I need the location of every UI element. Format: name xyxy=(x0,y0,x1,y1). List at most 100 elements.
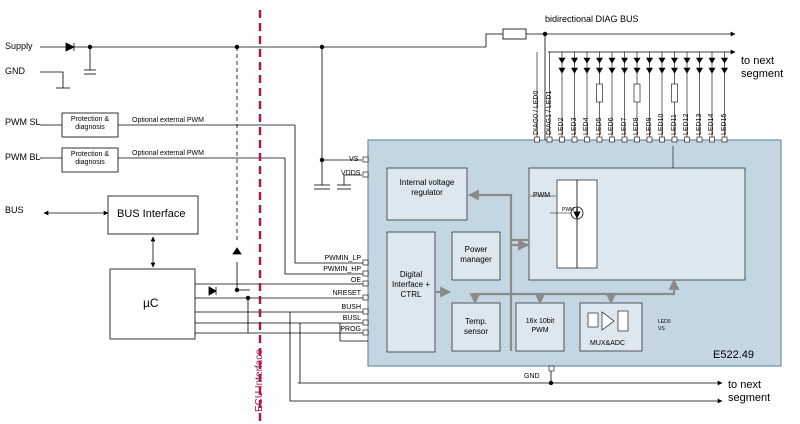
bottom-gnd-label: GND xyxy=(524,373,540,380)
uc-label: µC xyxy=(143,296,159,310)
led-pin-6 xyxy=(609,136,615,143)
protection-label-1: Protection & diagnosis xyxy=(70,116,110,131)
led-diode-6 xyxy=(608,67,616,74)
pin-label-pwmin_lp: PWMIN_LP xyxy=(324,255,361,262)
led-diode-12 xyxy=(683,57,691,64)
led-pin-3 xyxy=(571,136,578,143)
led-diode-13 xyxy=(695,67,704,74)
pin-label-prog: PROG xyxy=(340,326,361,333)
led-pin-9 xyxy=(646,136,653,143)
led-resistor-5 xyxy=(596,83,603,103)
led-pin-8 xyxy=(634,136,640,143)
led-pin-13 xyxy=(696,136,703,143)
next-segment-top: to next segment xyxy=(741,55,784,80)
led-diode-14 xyxy=(708,57,716,64)
pin-label-busl: BUSL xyxy=(342,315,361,322)
temp-sensor-block xyxy=(451,302,501,352)
led-diode-11 xyxy=(670,67,679,74)
led-pin-5 xyxy=(596,136,603,143)
led-diode-12 xyxy=(683,67,691,74)
led-pin-label-9: LED9 xyxy=(645,117,653,135)
led0-small-label: LED0 xyxy=(658,319,671,325)
mux-adc-label: MUX&ADC xyxy=(590,340,626,347)
led-pin-11 xyxy=(671,136,678,143)
led-pin-14 xyxy=(709,136,715,143)
led-pin-label-12: LED12 xyxy=(683,113,690,135)
diag-bus-label: bidirectional DIAG BUS xyxy=(545,14,639,24)
led-pin-label-10: LED10 xyxy=(658,113,665,135)
led-pin-label-8: LED8 xyxy=(633,117,640,135)
digital-label: Digital Interface + CTRL xyxy=(391,270,431,299)
led-pin-2 xyxy=(559,136,565,143)
pin-label-oe: OE xyxy=(350,277,361,284)
led-diode-5 xyxy=(595,57,604,64)
pin-label-bush: BUSH xyxy=(341,304,361,311)
ecu-interface-label: ECU Interface xyxy=(254,349,265,412)
led-diode-7 xyxy=(620,67,629,74)
pin-label-nreset: NRESET xyxy=(332,290,361,297)
led-diode-9 xyxy=(645,57,654,64)
led-diode-4 xyxy=(583,67,591,74)
ic-name: E522.49 xyxy=(713,349,754,361)
led-resistor-8 xyxy=(633,83,641,103)
led-pin-15 xyxy=(721,136,728,143)
regulator-block xyxy=(386,167,468,221)
led-diode-13 xyxy=(695,57,704,64)
temp-sensor-label: Temp. sensor xyxy=(463,317,488,336)
led-pin-label-3: LED3 xyxy=(570,117,578,135)
optional-pwm-2: Optional external PWM xyxy=(132,150,204,157)
led-diode-11 xyxy=(670,57,679,64)
led-diode-5 xyxy=(595,67,604,74)
led-diode-15 xyxy=(720,67,729,74)
led-pin-4 xyxy=(584,136,590,143)
led-diode-14 xyxy=(708,67,716,74)
led-diode-7 xyxy=(620,57,629,64)
pwm16-label: 16x 10bit PWM xyxy=(525,318,555,334)
pwm-block-label: PWM xyxy=(533,192,551,199)
led-diode-4 xyxy=(583,57,591,64)
bus-interface-box xyxy=(107,195,199,235)
led-pin-12 xyxy=(684,136,690,143)
led-diode-15 xyxy=(720,57,729,64)
led-diode-3 xyxy=(570,67,579,74)
digital-block xyxy=(386,231,436,353)
led-pin-label-15: LED15 xyxy=(720,113,728,135)
led-pin-label-6: LED6 xyxy=(608,117,615,135)
led-pin-label-14: LED14 xyxy=(708,113,715,135)
pwm-small-label: PWM xyxy=(562,207,575,213)
led-diode-3 xyxy=(570,57,579,64)
bus-label: BUS xyxy=(5,205,24,215)
led-pin-label-13: LED13 xyxy=(695,113,703,135)
led-diode-10 xyxy=(658,67,666,74)
pwm16-block xyxy=(515,302,565,352)
led-pin-10 xyxy=(659,136,665,143)
led-pin-label-0: DIAG0 / LED0 xyxy=(533,90,540,135)
pwm-sl-label: PWM SL xyxy=(5,117,41,127)
optional-pwm-1: Optional external PWM xyxy=(132,117,204,124)
bus-interface-label: BUS Interface xyxy=(117,208,186,220)
uc-box xyxy=(109,268,196,340)
vs-pin-label: VS xyxy=(349,156,359,163)
led-diode-9 xyxy=(645,67,654,74)
vs-small-label: VS xyxy=(658,326,665,332)
next-segment-bottom: to next segment xyxy=(728,379,771,404)
led-pin-0 xyxy=(534,136,540,143)
led-pin-label-7: LED7 xyxy=(620,117,628,135)
pwm-bl-label: PWM BL xyxy=(5,152,41,162)
led-pin-label-11: LED11 xyxy=(670,114,678,135)
led-diode-2 xyxy=(558,57,566,64)
regulator-label: Internal voltage regulator xyxy=(399,178,455,197)
led-pin-1 xyxy=(546,136,553,143)
gnd-label: GND xyxy=(5,66,25,76)
led-pin-label-5: LED5 xyxy=(595,117,603,135)
protection-box-1 xyxy=(61,112,119,138)
led-pin-label-2: LED2 xyxy=(558,117,565,135)
power-manager-block xyxy=(451,231,501,281)
led-diode-6 xyxy=(608,57,616,64)
led-diode-10 xyxy=(658,57,666,64)
supply-label: Supply xyxy=(5,41,33,51)
led-pin-7 xyxy=(621,136,628,143)
power-manager-label: Power manager xyxy=(460,245,492,264)
